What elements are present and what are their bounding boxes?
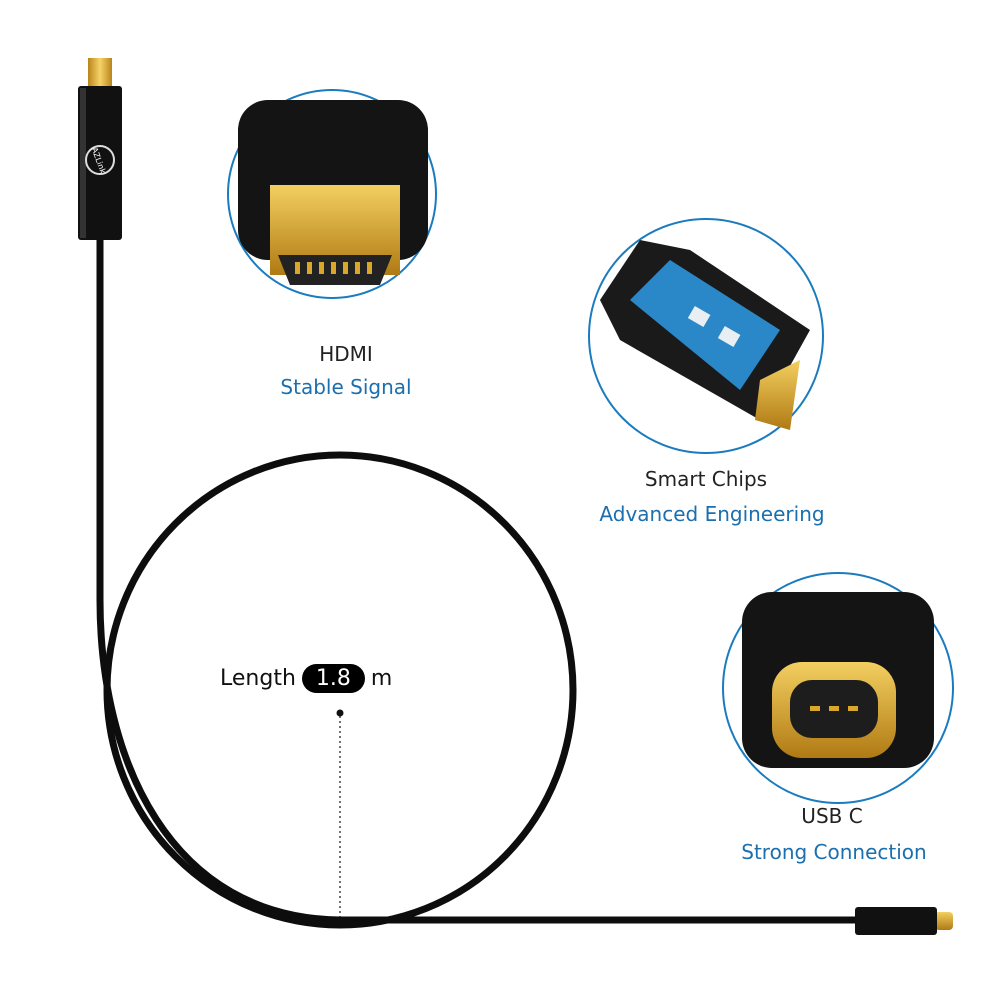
usb-c-connector bbox=[855, 907, 953, 935]
hdmi-connector: AZLink bbox=[78, 58, 122, 240]
cable-loop bbox=[103, 451, 577, 929]
azlink-logo-icon bbox=[85, 145, 115, 175]
hdmi-title: HDMI bbox=[319, 342, 373, 366]
smart-chips-closeup bbox=[588, 218, 824, 454]
length-label: Length 1.8 m bbox=[220, 664, 392, 693]
smart-chips-title: Smart Chips bbox=[644, 467, 768, 491]
cable bbox=[96, 240, 860, 924]
usb-c-title: USB C bbox=[801, 804, 863, 828]
length-pointer-dot bbox=[336, 709, 344, 717]
hdmi-closeup bbox=[227, 89, 437, 299]
length-value-badge: 1.8 bbox=[301, 664, 365, 693]
usb-c-subtitle: Strong Connection bbox=[741, 840, 927, 864]
usb-c-closeup bbox=[722, 572, 954, 804]
length-text: Length bbox=[220, 666, 296, 691]
smart-chips-subtitle: Advanced Engineering bbox=[599, 502, 825, 526]
hdmi-subtitle: Stable Signal bbox=[280, 375, 412, 399]
length-unit: m bbox=[370, 666, 393, 691]
